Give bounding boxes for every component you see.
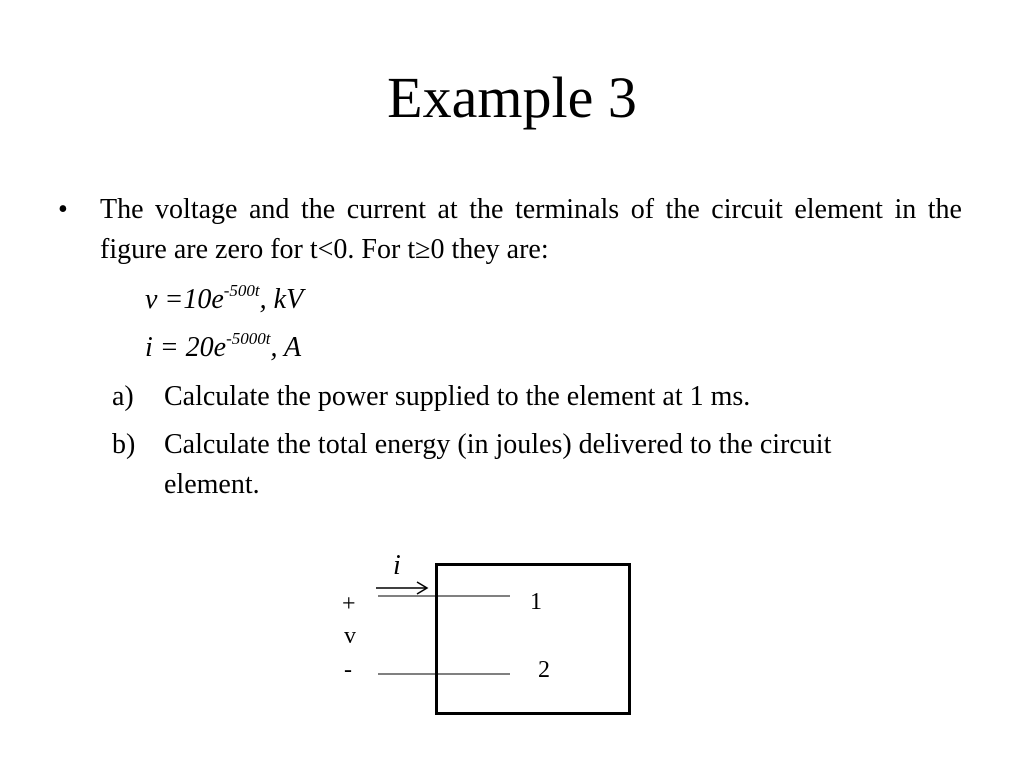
current-equation-exponent: -5000t [226, 328, 271, 348]
item-a-marker: a) [112, 381, 134, 412]
voltage-equation-unit: , kV [259, 284, 304, 315]
current-label: i [393, 550, 401, 581]
terminal-2-label: 2 [538, 657, 550, 683]
terminal-1-label: 1 [530, 589, 542, 615]
circuit-element-box [435, 563, 631, 715]
plus-label: + [342, 591, 356, 617]
current-equation-unit: , A [270, 332, 302, 363]
voltage-label: v [344, 623, 356, 649]
current-equation: i = 20e-5000t, A [145, 328, 301, 368]
minus-label: - [344, 657, 352, 683]
intro-paragraph: The voltage and the current at the termi… [100, 194, 962, 265]
current-equation-base: i = 20e [145, 332, 227, 363]
current-arrow-head [416, 581, 429, 595]
voltage-equation: v =10e-500t, kV [145, 280, 303, 320]
voltage-equation-base: v =10e [145, 284, 224, 315]
bullet-marker: • [58, 194, 68, 225]
voltage-equation-exponent: -500t [223, 280, 260, 300]
item-b-marker: b) [112, 429, 136, 460]
slide-title: Example 3 [387, 65, 637, 130]
item-a-text: Calculate the power supplied to the elem… [164, 381, 751, 412]
item-b-text: Calculate the total energy (in joules) d… [164, 429, 832, 500]
